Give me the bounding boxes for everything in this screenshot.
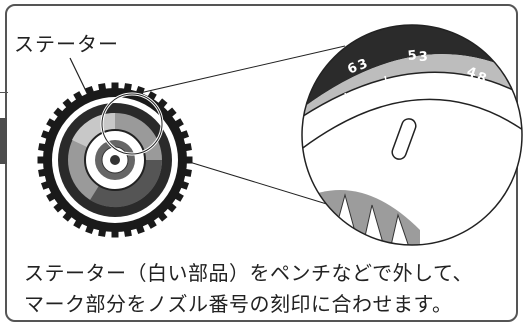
side-tick [0, 92, 8, 93]
side-tab [0, 118, 7, 164]
gear-wheel [37, 82, 193, 238]
gear-tooth [111, 230, 119, 238]
dial-number: 3 [418, 50, 428, 65]
stator-label: ステーター [14, 32, 119, 56]
dial-number: 5 [407, 48, 417, 64]
caption-line-2: マーク部分をノズル番号の刻印に合わせます。 [24, 292, 453, 316]
magnified-view [302, 25, 522, 245]
dial-number: 4 [465, 65, 478, 82]
zoom-source-circle-outline [101, 93, 163, 155]
gear-tooth [185, 156, 193, 164]
gear-tooth [37, 156, 45, 164]
magnified-view-outline [301, 24, 523, 246]
gear-tooth [111, 82, 119, 90]
caption-line-1: ステーター（白い部品）をペンチなどで外して、 [24, 261, 473, 285]
zoom-connector-top [117, 45, 346, 99]
caption: ステーター（白い部品）をペンチなどで外して、 マーク部分をノズル番号の刻印に合わ… [24, 258, 473, 320]
